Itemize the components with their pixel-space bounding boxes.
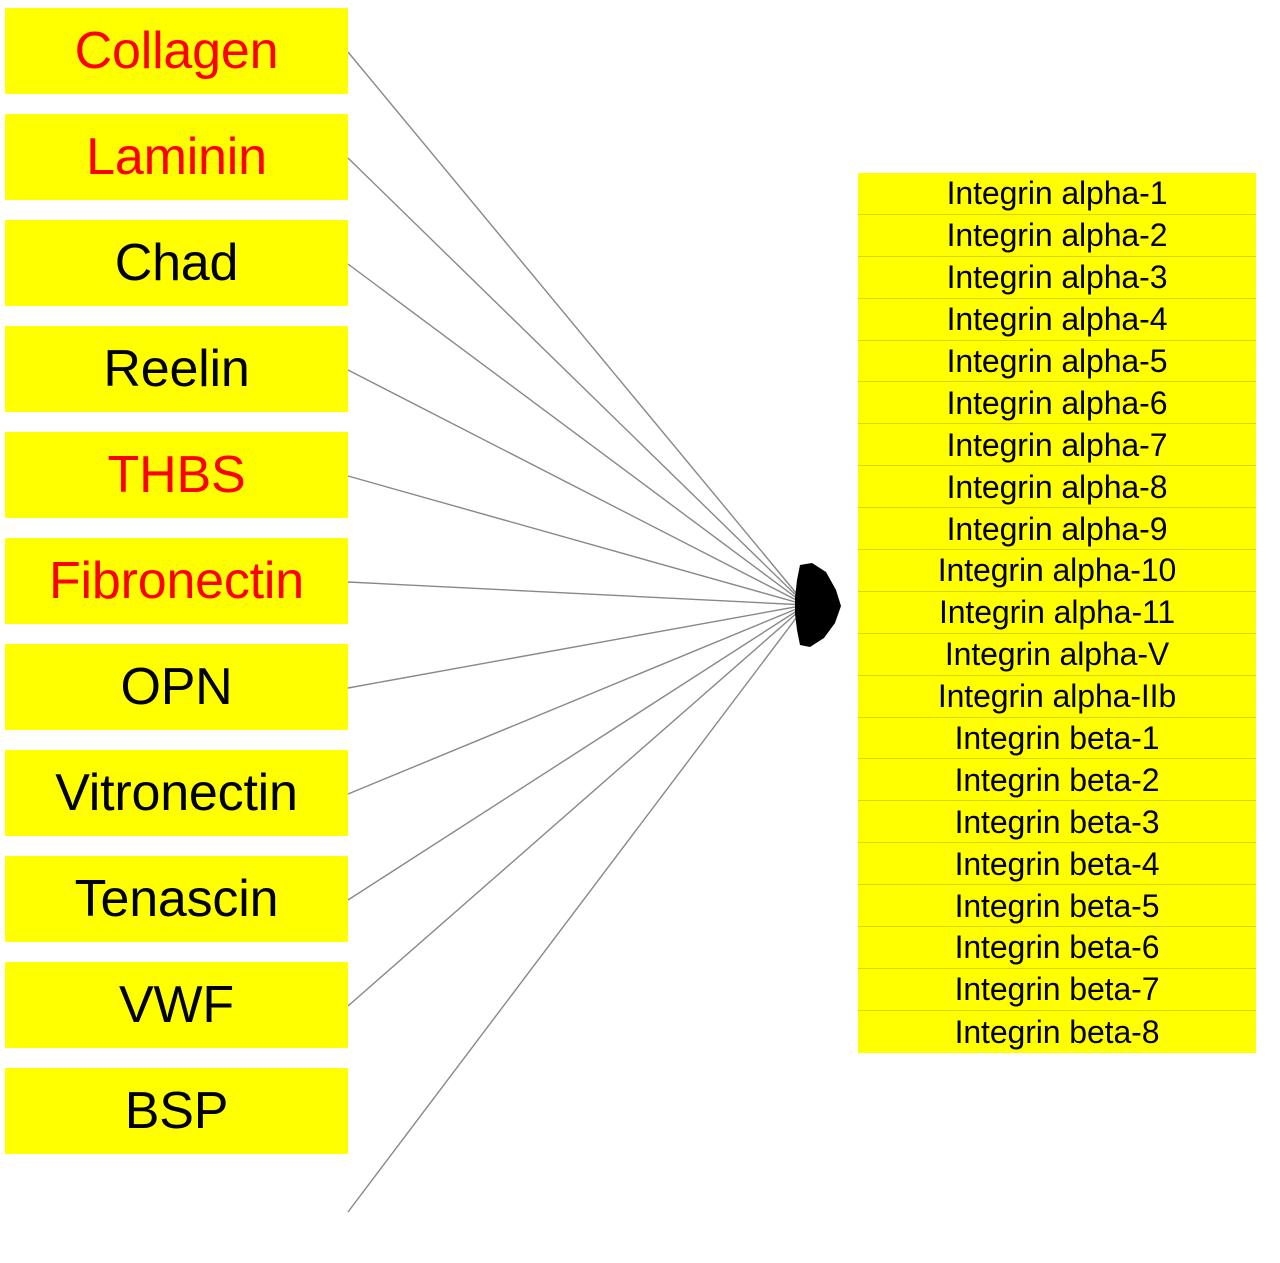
ligand-integrin-edge <box>347 475 807 606</box>
integrin-row[interactable]: Integrin alpha-11 <box>858 592 1256 634</box>
ligand-integrin-edge <box>347 604 807 1007</box>
integrin-row[interactable]: Integrin beta-3 <box>858 801 1256 844</box>
ligand-label: Fibronectin <box>48 552 305 610</box>
integrin-label: Integrin alpha-6 <box>946 384 1168 421</box>
integrin-label: Integrin alpha-10 <box>937 552 1177 589</box>
integrin-row[interactable]: Integrin alpha-10 <box>858 550 1256 592</box>
integrin-label: Integrin alpha-IIb <box>937 678 1177 715</box>
ligand-integrin-edge <box>347 263 807 606</box>
integrin-row[interactable]: Integrin beta-7 <box>858 969 1256 1011</box>
ligand-box[interactable]: Chad <box>5 220 348 306</box>
integrin-label: Integrin alpha-1 <box>946 175 1168 212</box>
ligand-label: VWF <box>119 976 234 1034</box>
integrin-label: Integrin alpha-4 <box>946 301 1168 338</box>
integrin-label: Integrin beta-3 <box>954 803 1160 840</box>
integrin-label: Integrin alpha-9 <box>946 510 1168 547</box>
ligand-box[interactable]: Reelin <box>5 326 348 412</box>
integrin-row[interactable]: Integrin alpha-2 <box>858 215 1256 257</box>
integrin-label: Integrin alpha-7 <box>946 426 1168 463</box>
integrin-row[interactable]: Integrin beta-5 <box>858 885 1256 928</box>
ligand-label: THBS <box>107 446 246 504</box>
ligand-integrin-edge <box>347 51 807 606</box>
integrin-label: Integrin beta-8 <box>954 1013 1160 1050</box>
ligand-label: OPN <box>120 658 233 716</box>
integrin-row[interactable]: Integrin alpha-IIb <box>858 676 1256 718</box>
integrin-row[interactable]: Integrin alpha-5 <box>858 341 1256 383</box>
ligand-box[interactable]: VWF <box>5 962 348 1048</box>
ligand-label: Collagen <box>74 22 279 80</box>
integrin-label: Integrin beta-1 <box>954 720 1160 757</box>
ligand-label: Reelin <box>103 340 250 398</box>
ligand-box[interactable]: Tenascin <box>5 856 348 942</box>
integrin-label: Integrin alpha-2 <box>946 217 1168 254</box>
integrin-label: Integrin beta-5 <box>954 887 1160 924</box>
integrin-label: Integrin alpha-V <box>944 636 1170 673</box>
ligand-integrin-edge <box>347 157 807 606</box>
ligand-integrin-edge <box>347 604 807 901</box>
integrin-label: Integrin alpha-8 <box>946 468 1168 505</box>
integrin-label: Integrin beta-4 <box>954 845 1160 882</box>
integrin-row[interactable]: Integrin alpha-8 <box>858 466 1256 509</box>
ligand-box[interactable]: THBS <box>5 432 348 518</box>
integrin-label: Integrin beta-2 <box>954 761 1160 798</box>
ligand-label: Tenascin <box>74 870 279 928</box>
ligand-box[interactable]: Fibronectin <box>5 538 348 624</box>
integrin-row[interactable]: Integrin alpha-7 <box>858 424 1256 467</box>
integrin-binding-arrowhead <box>795 563 841 647</box>
ligand-box[interactable]: Collagen <box>5 8 348 94</box>
integrin-row[interactable]: Integrin alpha-4 <box>858 299 1256 341</box>
integrin-row[interactable]: Integrin alpha-6 <box>858 382 1256 425</box>
integrin-label: Integrin alpha-5 <box>946 343 1168 379</box>
integrin-row[interactable]: Integrin alpha-9 <box>858 508 1256 551</box>
integrin-label: Integrin alpha-3 <box>946 259 1168 296</box>
integrin-row[interactable]: Integrin beta-6 <box>858 927 1256 969</box>
ligand-label: Chad <box>114 234 239 292</box>
ligand-label: BSP <box>124 1082 229 1140</box>
ligand-integrin-edge <box>347 581 807 606</box>
ligand-integrin-edges <box>347 51 807 1213</box>
integrin-row[interactable]: Integrin alpha-V <box>858 634 1256 676</box>
ligand-integrin-edge <box>347 604 807 689</box>
ligand-integrin-edge <box>347 604 807 795</box>
integrin-label: Integrin alpha-11 <box>938 594 1176 631</box>
integrin-row[interactable]: Integrin alpha-1 <box>858 173 1256 215</box>
ligand-integrin-edge <box>347 604 807 1213</box>
ligand-box[interactable]: Vitronectin <box>5 750 348 836</box>
integrin-row[interactable]: Integrin alpha-3 <box>858 257 1256 299</box>
integrin-row[interactable]: Integrin beta-2 <box>858 759 1256 802</box>
integrin-label: Integrin beta-6 <box>954 929 1160 966</box>
ligand-label: Laminin <box>86 128 267 186</box>
integrin-label: Integrin beta-7 <box>954 971 1160 1008</box>
ligand-box[interactable]: OPN <box>5 644 348 730</box>
ligand-box[interactable]: Laminin <box>5 114 348 200</box>
ligand-integrin-edge <box>347 369 807 606</box>
integrin-row[interactable]: Integrin beta-4 <box>858 843 1256 886</box>
integrin-row[interactable]: Integrin beta-1 <box>858 718 1256 760</box>
ligand-label: Vitronectin <box>55 764 298 822</box>
integrin-row[interactable]: Integrin beta-8 <box>858 1011 1256 1053</box>
ligand-box[interactable]: BSP <box>5 1068 348 1154</box>
